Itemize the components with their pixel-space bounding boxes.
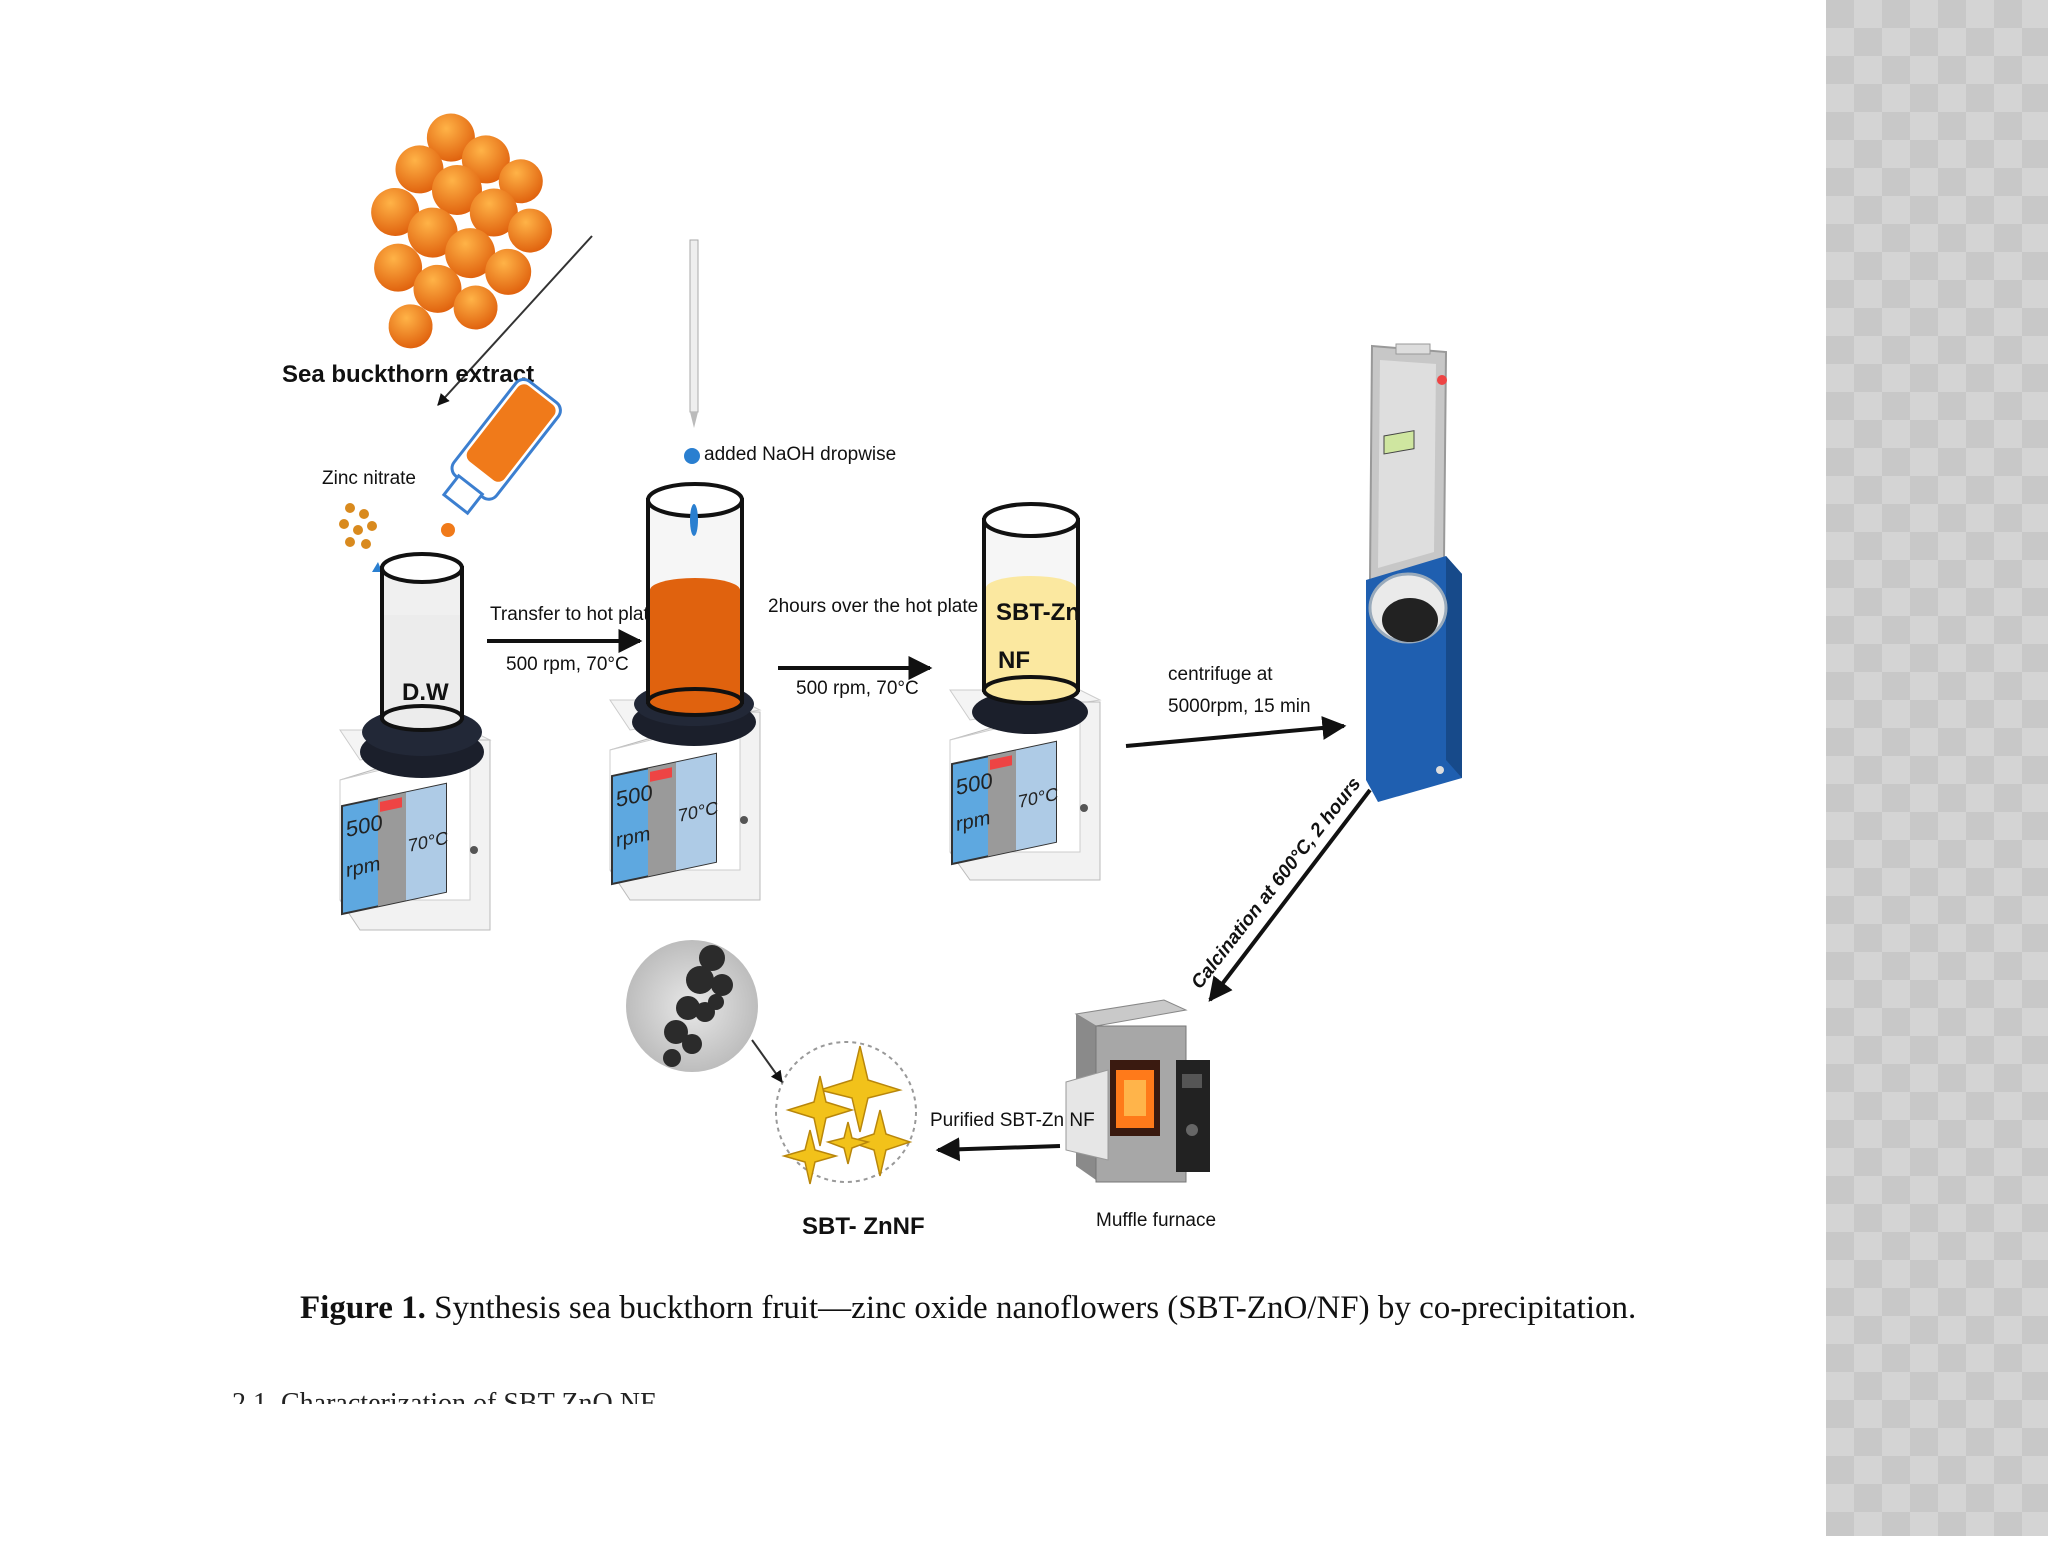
caption-text: Synthesis sea buckthorn fruit—zinc oxide… [425, 1290, 1637, 1326]
transfer-label: Transfer to hot plate [490, 604, 659, 625]
two-hours-label: 2hours over the hot plate [768, 596, 978, 617]
hotplate-3: 500 rpm 70°C [949, 689, 1102, 881]
centrifuge-icon [1366, 343, 1462, 802]
pipette-icon [689, 239, 699, 428]
tem-arrow [751, 1039, 783, 1083]
purified-label: Purified SBT-Zn NF [930, 1110, 1095, 1131]
drop-icon [690, 504, 698, 536]
arrow-purified [935, 1137, 1061, 1162]
naoh-label: added NaOH dropwise [704, 444, 896, 465]
arrow-calcination [1208, 788, 1372, 1002]
centrifuge-label-line1: centrifuge at [1168, 664, 1273, 685]
zinc-nitrate-particles-icon [339, 503, 377, 549]
figure-caption: Figure 1. Synthesis sea buckthorn fruit—… [300, 1290, 1636, 1327]
extract-bottle-icon [441, 377, 562, 516]
muffle-furnace-icon [1065, 999, 1210, 1183]
figure-label: Figure 1. [300, 1290, 426, 1326]
synthesis-diagram: Sea buckthorn extract Zinc nitrate 500 r… [282, 113, 1462, 1240]
sea-buckthorn-label: Sea buckthorn extract [282, 361, 534, 388]
calcination-label: Calcination at 600°C, 2 hours [1187, 774, 1365, 993]
step2-params: 500 rpm, 70°C [796, 678, 919, 699]
arrow-centrifuge [1125, 716, 1347, 748]
beaker-sbt-zn-nf: SBT-Zn NF [982, 502, 1080, 705]
hotplate-2: 500 rpm 70°C [609, 682, 762, 901]
sbt-zn-label-line2: NF [998, 647, 1030, 674]
nanoflower-product-icon [775, 1041, 917, 1185]
decorative-pattern-sidebar [1826, 0, 2048, 1536]
sbt-zn-label-line1: SBT-Zn [996, 599, 1080, 626]
cut-off-heading: 2.1. Characterization of SBT-ZnO NF [232, 1390, 656, 1404]
tem-image [626, 940, 758, 1072]
zinc-nitrate-label: Zinc nitrate [322, 468, 416, 489]
hotplate-1: 500 rpm 70°C [339, 708, 492, 931]
drop-icon [441, 523, 455, 537]
dw-label: D.W [402, 679, 449, 706]
sea-buckthorn-fruit-image [371, 113, 553, 349]
muffle-label: Muffle furnace [1096, 1210, 1216, 1231]
step1-params: 500 rpm, 70°C [506, 654, 629, 675]
beaker-orange-solution [646, 482, 744, 717]
drop-icon [372, 562, 382, 572]
product-label: SBT- ZnNF [802, 1213, 925, 1240]
slide: Sea buckthorn extract Zinc nitrate 500 r… [232, 113, 1637, 1404]
naoh-drop-icon [684, 448, 700, 464]
centrifuge-label-line2: 5000rpm, 15 min [1168, 696, 1311, 717]
extract-arrow [437, 235, 593, 406]
beaker-dw: D.W [380, 552, 464, 732]
